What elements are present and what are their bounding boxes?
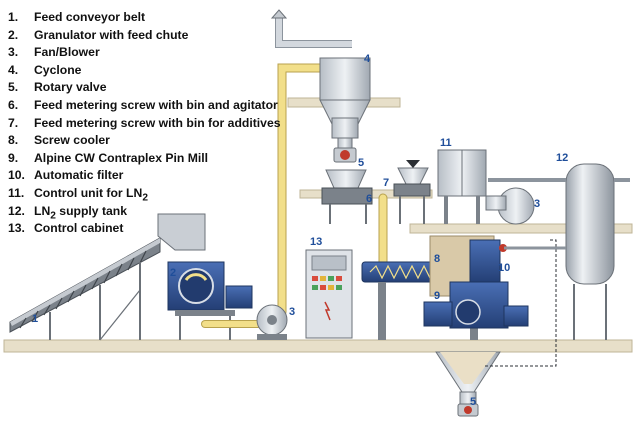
equipment-legend: 1.Feed conveyor belt 2.Granulator with f…: [8, 9, 281, 238]
callout-2: 2: [170, 267, 176, 279]
cyclone: [319, 57, 371, 149]
legend-item: 4.Cyclone: [8, 62, 82, 77]
fan-blower-upper: [485, 187, 535, 225]
legend-item: 10.Automatic filter: [8, 168, 124, 183]
callout-3-floor: 3: [289, 306, 295, 318]
legend-item: 6.Feed metering screw with bin and agita…: [8, 97, 278, 112]
automatic-filter: [469, 239, 507, 283]
legend-item: 3.Fan/Blower: [8, 45, 100, 60]
legend-item: 13.Control cabinet: [8, 221, 124, 236]
legend-item: 9.Alpine CW Contraplex Pin Mill: [8, 150, 209, 165]
floor-slab: [3, 339, 633, 353]
callout-3-upper: 3: [534, 198, 540, 210]
callout-13: 13: [310, 236, 322, 248]
callout-5-top: 5: [358, 157, 364, 169]
ln2-supply-tank: [488, 163, 630, 340]
legend-item: 8.Screw cooler: [8, 133, 110, 148]
callout-9: 9: [434, 290, 440, 302]
ln2-dashed-line: [484, 239, 557, 367]
control-cabinet: [305, 249, 353, 339]
callout-10: 10: [498, 262, 510, 274]
callout-5-bottom: 5: [470, 396, 476, 408]
callout-7: 7: [383, 177, 389, 189]
additive-metering-screw: [393, 160, 431, 224]
exhaust-duct: [270, 9, 352, 48]
callout-11: 11: [440, 137, 452, 149]
fan-blower-floor: [256, 304, 288, 340]
granulator: [157, 213, 253, 340]
feed-metering-screw-agitator: [321, 169, 373, 224]
legend-item: 12.LN2 supply tank: [8, 203, 128, 221]
callout-1: 1: [32, 313, 38, 325]
callout-4: 4: [364, 53, 371, 65]
ln2-control-unit: [437, 149, 487, 224]
legend-item: 2.Granulator with feed chute: [8, 27, 189, 42]
legend-item: 5.Rotary valve: [8, 80, 107, 95]
collection-hopper: [435, 351, 501, 417]
legend-item: 11.Control unit for LN2: [8, 185, 148, 204]
feed-conveyor-belt: [9, 237, 161, 341]
callout-8: 8: [434, 253, 440, 265]
rotary-valve-top: [333, 147, 357, 163]
legend-item: 1.Feed conveyor belt: [8, 10, 146, 24]
callout-6: 6: [366, 193, 372, 205]
mill-platform: [409, 223, 633, 234]
callout-12: 12: [556, 152, 568, 164]
legend-item: 7.Feed metering screw with bin for addit…: [8, 115, 281, 130]
